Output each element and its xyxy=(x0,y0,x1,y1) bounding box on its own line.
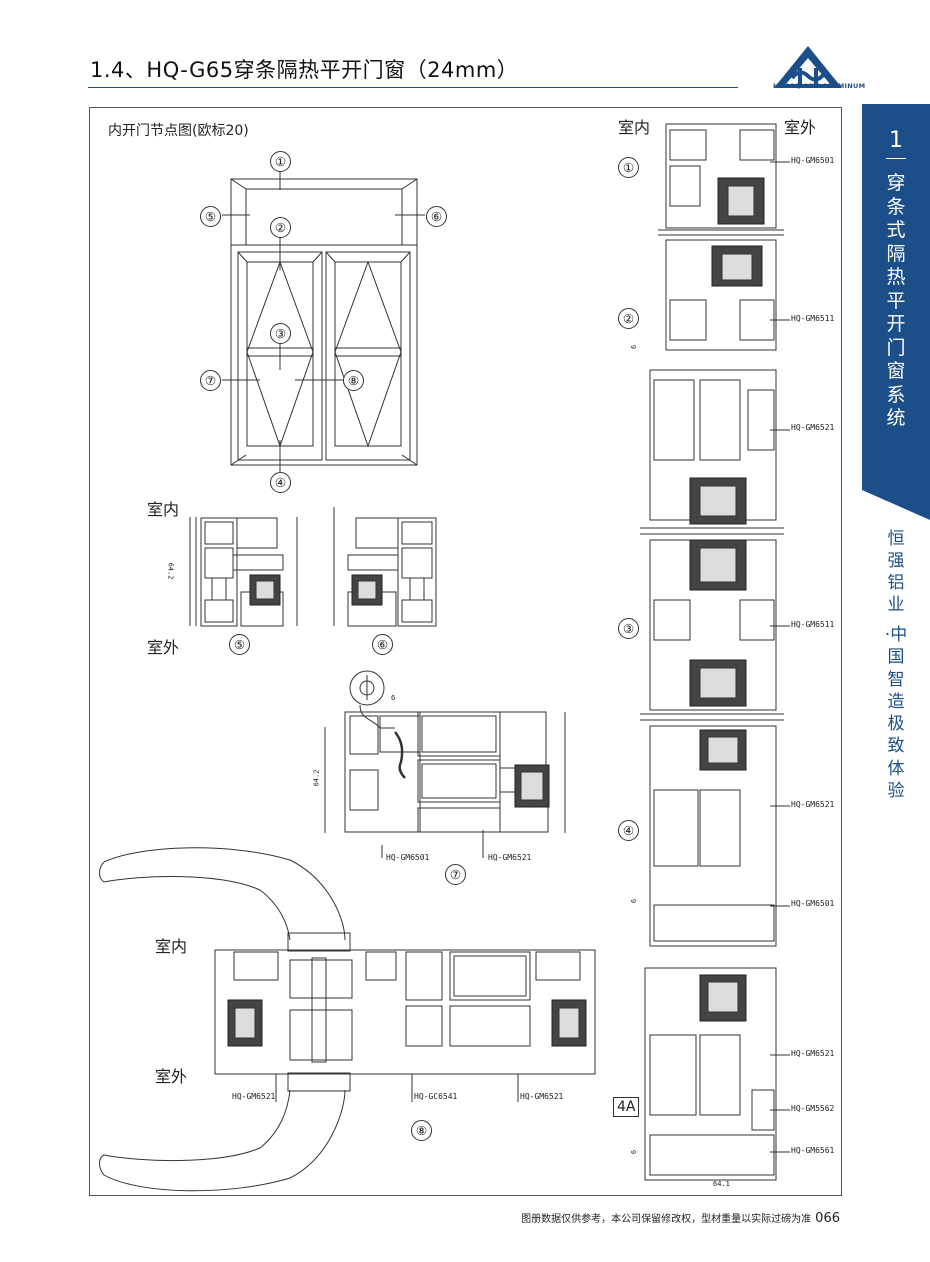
code-gm5562: HQ-GM5562 xyxy=(791,1104,835,1113)
code-gm6521-8a: HQ-GM6521 xyxy=(232,1092,276,1101)
dim-6-a: 6 xyxy=(630,344,639,350)
detail-7-marker: ⑦ xyxy=(445,864,466,885)
section-marker-2: ② xyxy=(618,308,639,329)
hengqiang-logo-icon xyxy=(774,46,842,88)
detail-6-marker: ⑥ xyxy=(372,634,393,655)
code-gm6501-top: HQ-GM6501 xyxy=(791,156,835,165)
detail-6 xyxy=(333,507,437,627)
figure-frame xyxy=(89,107,842,1196)
marker-4: ④ xyxy=(270,472,291,493)
dim-64-2-a: 64.2 xyxy=(166,562,175,580)
marker-1: ① xyxy=(270,151,291,172)
detail-8 xyxy=(99,847,596,1192)
outdoor-label-8: 室外 xyxy=(155,1067,188,1086)
marker-7: ⑦ xyxy=(200,370,221,391)
marker-3: ③ xyxy=(270,323,291,344)
marker-6: ⑥ xyxy=(426,206,447,227)
marker-5: ⑤ xyxy=(200,206,221,227)
figure-title: 内开门节点图(欧标20) xyxy=(108,123,249,139)
indoor-label-5: 室内 xyxy=(147,500,180,519)
code-gm6511-a: HQ-GM6511 xyxy=(791,314,835,323)
code-gm6561: HQ-GM6561 xyxy=(791,1146,835,1155)
section-marker-1: ① xyxy=(618,157,639,178)
code-gm6521-b: HQ-GM6521 xyxy=(791,800,835,809)
dim-6-d: 6 xyxy=(630,1149,639,1155)
detail-5 xyxy=(189,517,298,627)
page-title: 1.4、HQ-G65穿条隔热平开门窗（24mm） xyxy=(90,58,519,82)
dim-6-b: 6 xyxy=(391,694,396,702)
outdoor-label-5: 室外 xyxy=(147,638,180,657)
brand-name: 恒强铝业 xyxy=(887,529,905,615)
code-gm6521-c: HQ-GM6521 xyxy=(791,1049,835,1058)
vertical-section xyxy=(640,123,784,1181)
detail-7 xyxy=(324,670,566,858)
detail-8-marker: ⑧ xyxy=(411,1120,432,1141)
footer-note: 图册数据仅供参考，本公司保留修改权，型材重量以实际过磅为准 xyxy=(521,1214,812,1225)
logo-text: HENGQIANG ALUMINUM xyxy=(773,82,866,90)
section-marker-3: ③ xyxy=(618,618,639,639)
leader-lines xyxy=(770,161,790,1153)
code-gm6521-8b: HQ-GM6521 xyxy=(520,1092,564,1101)
dim-6-c: 6 xyxy=(630,898,639,904)
page-number: 066 xyxy=(815,1211,840,1226)
marker-8: ⑧ xyxy=(343,370,364,391)
sidebar-banner xyxy=(862,104,930,520)
dim-64-1: 64.1 xyxy=(713,1180,730,1188)
chapter-divider xyxy=(886,158,906,159)
marker-2: ② xyxy=(270,217,291,238)
section-label-4a: 4A xyxy=(613,1097,640,1117)
code-gm6521-7: HQ-GM6521 xyxy=(488,853,532,862)
code-gm6521-a: HQ-GM6521 xyxy=(791,423,835,432)
code-gm6501-7: HQ-GM6501 xyxy=(386,853,430,862)
code-gc6541-8: HQ-GC6541 xyxy=(414,1092,458,1101)
dim-64-2-b: 64.2 xyxy=(312,769,321,787)
indoor-label-top: 室内 xyxy=(618,118,651,137)
outdoor-label-top: 室外 xyxy=(784,118,817,137)
indoor-label-8: 室内 xyxy=(155,937,188,956)
code-gm6511-b: HQ-GM6511 xyxy=(791,620,835,629)
code-gm6501-b: HQ-GM6501 xyxy=(791,899,835,908)
door-elevation xyxy=(222,170,425,472)
brand-slogan: ·中国智造 极致体验 xyxy=(884,625,908,802)
section-marker-4: ④ xyxy=(618,820,639,841)
title-divider xyxy=(88,87,738,88)
chapter-number: 1 xyxy=(889,128,903,153)
detail-5-marker: ⑤ xyxy=(229,634,250,655)
chapter-title: 穿条式隔热平开门窗系统 xyxy=(886,172,906,429)
